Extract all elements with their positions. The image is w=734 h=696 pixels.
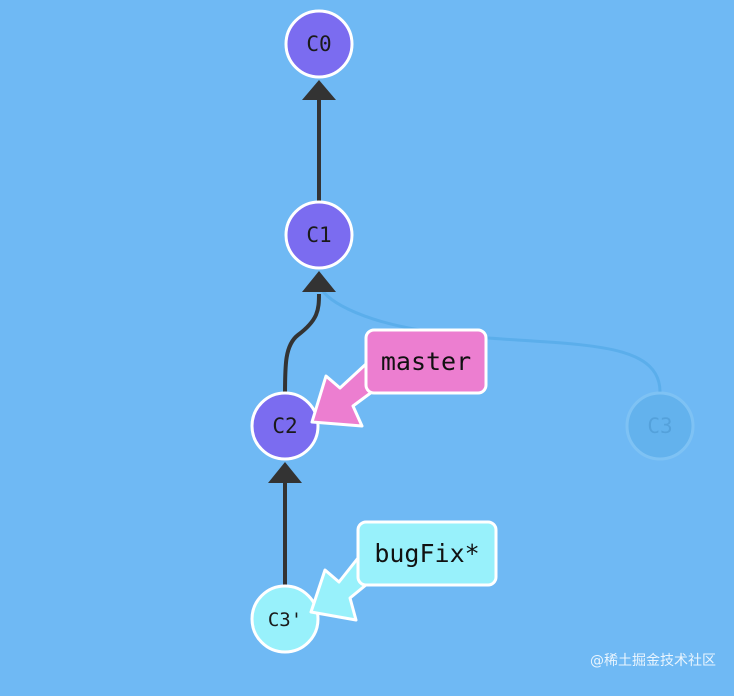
commit-c1[interactable]: C1 <box>286 202 352 268</box>
branch-master-label: master <box>381 347 471 376</box>
commit-c2[interactable]: C2 <box>252 393 318 459</box>
branch-master-pointer[interactable]: master <box>312 330 486 426</box>
commit-c3prime[interactable]: C3' <box>252 586 318 652</box>
commit-c3prime-label: C3' <box>268 609 302 631</box>
branch-bugfix-label: bugFix* <box>374 539 479 568</box>
commit-c2-label: C2 <box>272 414 297 438</box>
edge-c3prime-c2-arrowhead <box>268 462 302 483</box>
commit-c0[interactable]: C0 <box>286 11 352 77</box>
watermark-text: @稀土掘金技术社区 <box>590 650 716 670</box>
edge-c2-c1 <box>285 294 319 395</box>
edge-c2-c1-arrowhead <box>302 271 336 292</box>
edge-c1-c0-arrowhead <box>302 80 336 100</box>
branch-bugfix-pointer[interactable]: bugFix* <box>311 522 496 620</box>
commit-c3-label: C3 <box>647 414 672 438</box>
commit-c1-label: C1 <box>306 223 331 247</box>
commit-c0-label: C0 <box>306 32 331 56</box>
commit-c3-ghost[interactable]: C3 <box>627 393 693 459</box>
